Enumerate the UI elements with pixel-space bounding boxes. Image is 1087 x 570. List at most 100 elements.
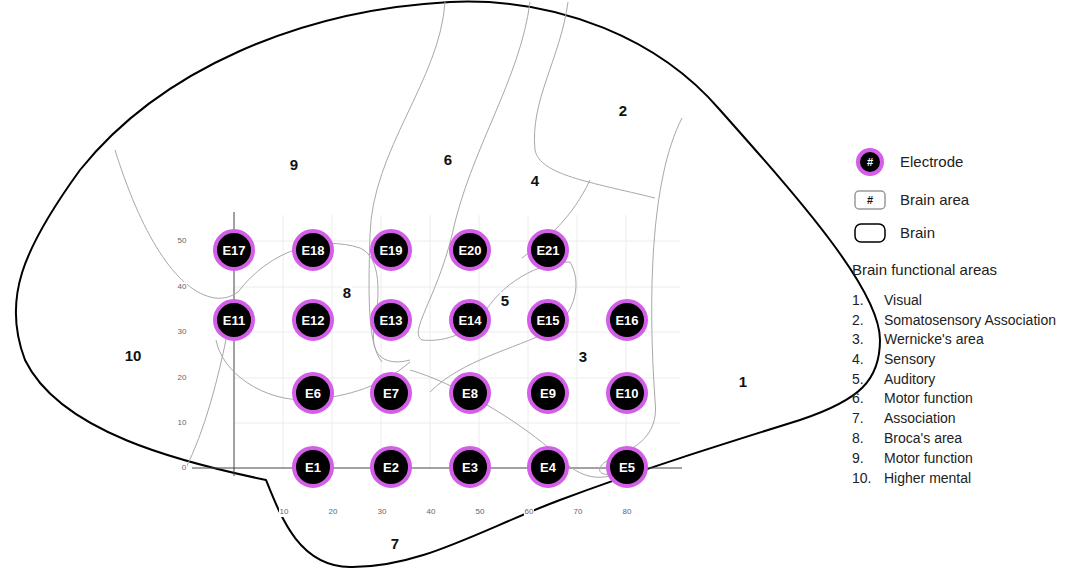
list-item: Association xyxy=(884,410,956,426)
legend-heading: Brain functional areas xyxy=(852,261,997,278)
legend-icons xyxy=(855,150,885,242)
electrode-label: E7 xyxy=(383,386,399,401)
area-number: 2 xyxy=(618,102,628,119)
axis-tick: 80 xyxy=(622,507,633,516)
electrode: E17 xyxy=(213,229,255,271)
electrode: E10 xyxy=(606,372,648,414)
grid xyxy=(234,215,680,468)
electrode: E21 xyxy=(527,229,569,271)
axis-tick: 10 xyxy=(279,507,290,516)
list-number: 6. xyxy=(852,390,864,406)
legend-text: Brain xyxy=(900,224,935,241)
legend-symbol: # xyxy=(867,194,873,207)
axis-tick: 40 xyxy=(177,282,188,291)
area-number: 10 xyxy=(124,347,143,364)
list-number: 2. xyxy=(852,312,864,328)
electrode: E19 xyxy=(370,229,412,271)
legend-text: Brain area xyxy=(900,191,969,208)
electrode: E18 xyxy=(292,229,334,271)
list-item: Somatosensory Association xyxy=(884,312,1056,328)
electrode-label: E15 xyxy=(536,313,559,328)
area-number: 4 xyxy=(530,172,540,189)
list-item: Broca's area xyxy=(884,430,962,446)
electrode: E15 xyxy=(527,299,569,341)
list-number: 9. xyxy=(852,450,864,466)
area-number: 9 xyxy=(289,156,299,173)
electrode: E9 xyxy=(527,372,569,414)
electrode-label: E5 xyxy=(619,460,635,475)
electrode-label: E14 xyxy=(458,313,481,328)
axis-tick: 30 xyxy=(177,327,188,336)
electrode: E4 xyxy=(527,446,569,488)
list-item: Sensory xyxy=(884,351,935,367)
electrode: E5 xyxy=(606,446,648,488)
electrode-label: E13 xyxy=(379,313,402,328)
electrode-label: E3 xyxy=(462,460,478,475)
list-number: 10. xyxy=(852,470,871,486)
brain-icon xyxy=(855,224,885,242)
electrode-label: E2 xyxy=(383,460,399,475)
area-number: 6 xyxy=(443,151,453,168)
electrode: E2 xyxy=(370,446,412,488)
electrode-label: E19 xyxy=(379,243,402,258)
electrode-label: E4 xyxy=(540,460,556,475)
electrode-label: E11 xyxy=(223,313,245,328)
list-item: Wernicke's area xyxy=(884,331,984,347)
electrode-icon xyxy=(858,150,882,174)
brain-outline xyxy=(16,2,880,567)
axis-tick: 30 xyxy=(377,507,388,516)
electrode: E14 xyxy=(449,299,491,341)
axis-tick: 50 xyxy=(475,507,486,516)
axis-tick: 10 xyxy=(177,418,188,427)
legend-symbol: # xyxy=(867,156,873,169)
list-item: Visual xyxy=(884,292,922,308)
axes xyxy=(192,212,682,476)
list-number: 5. xyxy=(852,371,864,387)
list-number: 3. xyxy=(852,331,864,347)
area-number: 1 xyxy=(738,373,748,390)
electrode: E7 xyxy=(370,372,412,414)
axis-tick: 20 xyxy=(177,373,188,382)
electrode: E13 xyxy=(370,299,412,341)
electrode-label: E6 xyxy=(305,386,321,401)
electrode-label: E21 xyxy=(536,243,559,258)
electrode: E12 xyxy=(292,299,334,341)
electrode-label: E9 xyxy=(540,386,556,401)
electrode-label: E8 xyxy=(462,386,478,401)
electrode-label: E17 xyxy=(222,243,245,258)
list-item: Motor function xyxy=(884,450,973,466)
axis-tick: 40 xyxy=(426,507,437,516)
list-number: 1. xyxy=(852,292,864,308)
axis-tick: 70 xyxy=(573,507,584,516)
list-number: 8. xyxy=(852,430,864,446)
legend-text: Electrode xyxy=(900,153,963,170)
area-number: 3 xyxy=(578,348,588,365)
electrode: E8 xyxy=(449,372,491,414)
electrode-label: E16 xyxy=(615,313,638,328)
axis-tick: 20 xyxy=(328,507,339,516)
list-item: Auditory xyxy=(884,371,935,387)
electrode: E1 xyxy=(292,446,334,488)
electrode: E11 xyxy=(213,299,255,341)
electrode: E20 xyxy=(449,229,491,271)
axis-tick: 0 xyxy=(181,463,187,472)
list-item: Higher mental xyxy=(884,470,971,486)
list-number: 7. xyxy=(852,410,864,426)
electrode: E3 xyxy=(449,446,491,488)
electrode: E16 xyxy=(606,299,648,341)
electrode-label: E20 xyxy=(458,243,481,258)
area-number: 8 xyxy=(342,284,352,301)
list-number: 4. xyxy=(852,351,864,367)
list-item: Motor function xyxy=(884,390,973,406)
electrode-label: E12 xyxy=(301,313,324,328)
area-icon xyxy=(855,191,885,209)
electrode-label: E18 xyxy=(301,243,324,258)
area-number: 5 xyxy=(500,292,510,309)
axis-tick: 50 xyxy=(177,236,188,245)
area-number: 7 xyxy=(390,535,400,552)
axis-tick: 60 xyxy=(524,507,535,516)
electrode: E6 xyxy=(292,372,334,414)
area-boundaries xyxy=(115,2,682,477)
electrode-label: E10 xyxy=(615,386,638,401)
electrode-label: E1 xyxy=(305,460,321,475)
